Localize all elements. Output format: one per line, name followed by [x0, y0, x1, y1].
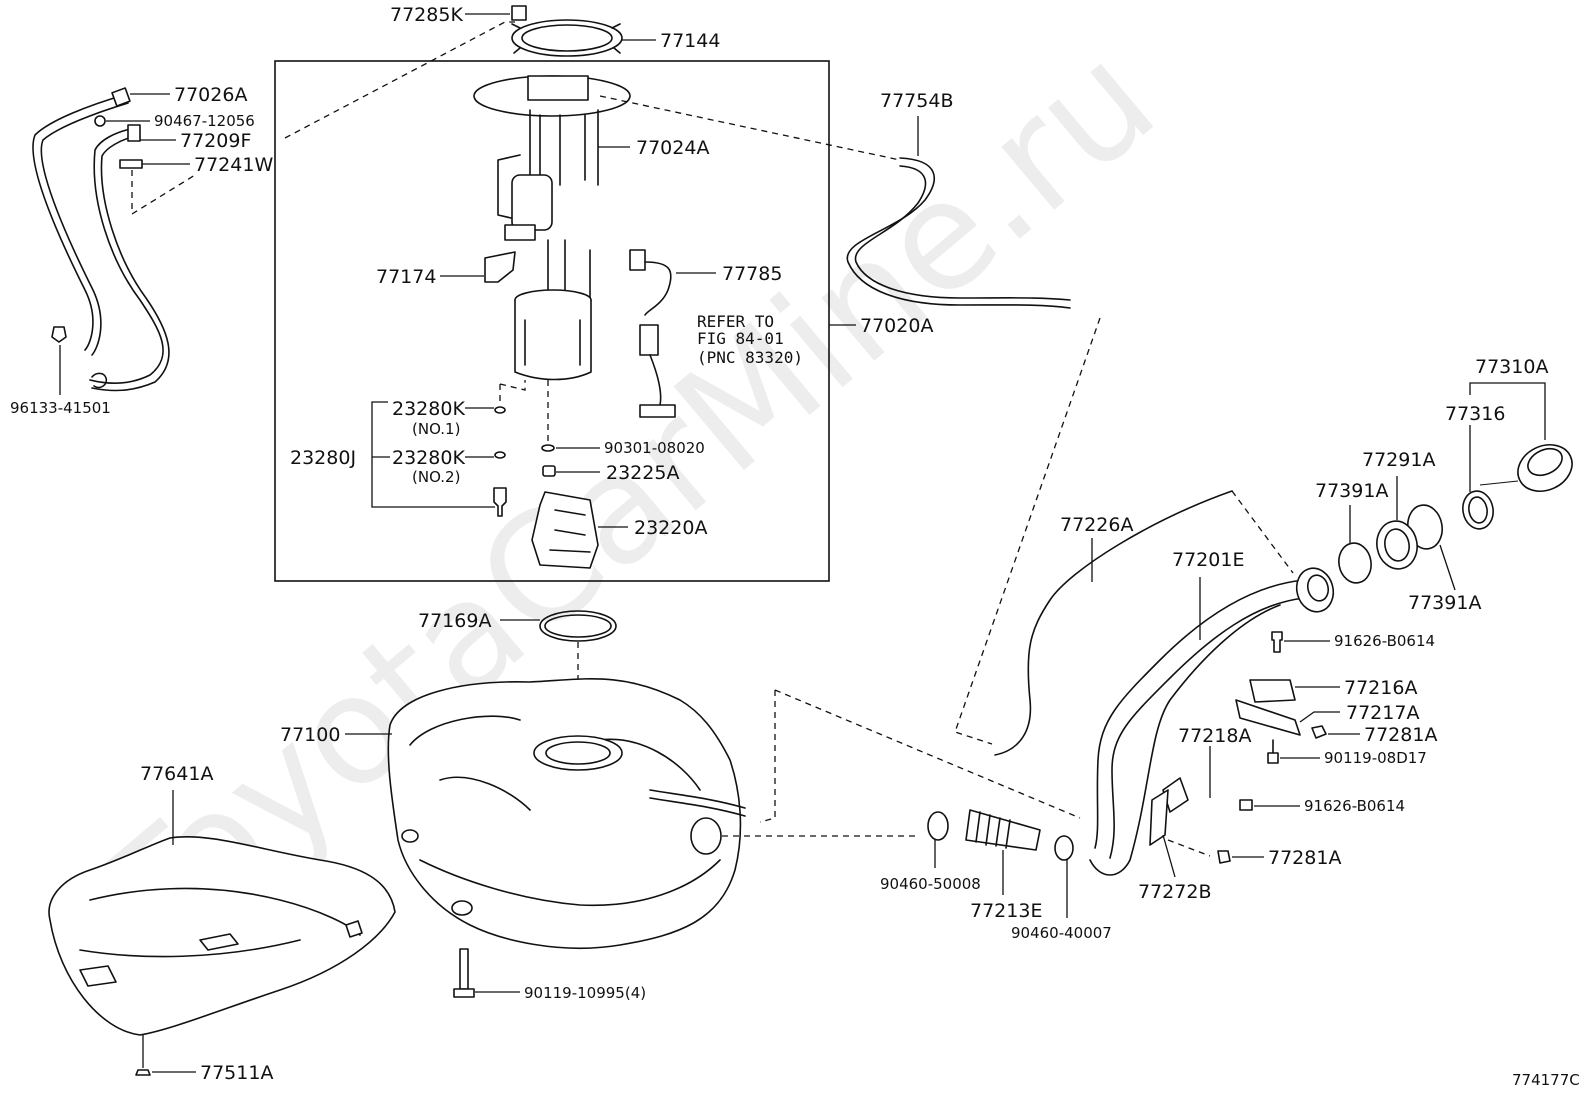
svg-text:23280K: 23280K	[392, 398, 465, 420]
svg-text:77174: 77174	[376, 266, 436, 288]
leader-dash-77754B	[954, 317, 1101, 745]
part-77174-bracket[interactable]: 77174	[376, 251, 516, 288]
svg-text:77511A: 77511A	[200, 1062, 273, 1084]
part-90301-oring[interactable]: 90301-08020	[541, 439, 705, 457]
part-77026A-tube[interactable]: 77026A	[32, 84, 247, 356]
svg-text:77217A: 77217A	[1346, 702, 1419, 724]
part-90460-50008-clamp[interactable]: 90460-50008	[880, 811, 981, 893]
svg-text:77281A: 77281A	[1364, 724, 1437, 746]
svg-text:77285K: 77285K	[390, 4, 463, 26]
svg-text:77026A: 77026A	[174, 84, 247, 106]
part-77217A-bracket[interactable]: 77217A	[1235, 699, 1419, 736]
svg-text:90119-08D17: 90119-08D17	[1324, 749, 1427, 767]
svg-text:90460-50008: 90460-50008	[880, 875, 981, 893]
part-77024A-fuel-pump-module[interactable]: 77024A	[473, 75, 709, 241]
part-77213E-hose[interactable]: 77213E	[965, 809, 1042, 922]
part-77285K[interactable]: 77285K	[390, 4, 527, 26]
part-23280J-filter-set[interactable]: 23280J	[290, 401, 495, 508]
pump-assembly-box	[274, 60, 830, 582]
part-23280K-no1[interactable]: 23280K (NO.1)	[392, 384, 506, 438]
svg-text:REFER TO: REFER TO	[697, 312, 774, 331]
svg-text:90119-10995(4): 90119-10995(4)	[524, 984, 646, 1002]
svg-text:23280K: 23280K	[392, 447, 465, 469]
svg-text:90467-12056: 90467-12056	[154, 112, 255, 130]
svg-text:77291A: 77291A	[1362, 449, 1435, 471]
svg-text:FIG 84-01: FIG 84-01	[697, 329, 784, 348]
part-77272B-protector[interactable]: 77272B	[1138, 789, 1211, 903]
part-91626-bolt-top[interactable]: 91626-B0614	[1271, 631, 1435, 653]
svg-text:77213E: 77213E	[970, 900, 1042, 922]
part-90119-10995-bolt[interactable]: 90119-10995(4)	[453, 948, 646, 1002]
svg-text:77272B: 77272B	[1138, 881, 1211, 903]
part-90467-clip[interactable]: 90467-12056	[94, 112, 255, 130]
svg-text:77226A: 77226A	[1060, 514, 1133, 536]
part-91626-bolt-bottom[interactable]: 91626-B0614	[1239, 797, 1405, 815]
svg-text:77024A: 77024A	[636, 137, 709, 159]
part-fuel-sender-gauge	[639, 324, 676, 418]
figure-id: 774177C	[1512, 1071, 1580, 1089]
svg-text:77218A: 77218A	[1178, 725, 1251, 747]
svg-text:77209F: 77209F	[180, 130, 251, 152]
svg-text:77391A: 77391A	[1315, 480, 1388, 502]
part-77144-retainer[interactable]: 77144	[511, 19, 720, 57]
part-77511A-clip[interactable]: 77511A	[135, 1035, 273, 1084]
part-77020A-pump-assembly[interactable]: 77020A	[829, 315, 933, 337]
svg-text:(NO.1): (NO.1)	[412, 420, 460, 438]
part-23280K-no2[interactable]: 23280K (NO.2)	[392, 447, 507, 517]
part-77201E-filler-pipe[interactable]: 77201E	[1089, 549, 1338, 876]
svg-text:77310A: 77310A	[1475, 356, 1548, 378]
svg-text:23220A: 23220A	[634, 517, 707, 539]
part-77291A-ring[interactable]: 77291A	[1362, 449, 1435, 572]
leader-dash-tank-pipe	[759, 690, 776, 823]
part-77310A-fuel-cap[interactable]: 77310A	[1469, 356, 1580, 500]
svg-text:77100: 77100	[280, 724, 340, 746]
svg-text:77020A: 77020A	[860, 315, 933, 337]
part-23225A-filter[interactable]: 23225A	[542, 462, 679, 484]
svg-text:77316: 77316	[1445, 403, 1505, 425]
part-90119-08D17-bolt[interactable]: 90119-08D17	[1267, 739, 1427, 767]
part-77316-gasket[interactable]: 77316	[1445, 403, 1505, 531]
part-23220A-pump[interactable]: 23220A	[531, 491, 707, 569]
svg-text:90301-08020: 90301-08020	[604, 439, 705, 457]
svg-text:77144: 77144	[660, 30, 720, 52]
part-77218A-bracket[interactable]: 77218A	[1162, 725, 1251, 813]
svg-text:23225A: 23225A	[606, 462, 679, 484]
part-77281A-clip-bottom[interactable]: 77281A	[1217, 847, 1341, 869]
svg-text:90460-40007: 90460-40007	[1011, 924, 1112, 942]
part-77785-wire-harness[interactable]: 77785	[629, 249, 782, 316]
part-77100-fuel-tank[interactable]: 77100	[280, 678, 746, 950]
svg-text:96133-41501: 96133-41501	[10, 399, 111, 417]
part-pump-body	[514, 239, 592, 381]
part-77241W-clamp[interactable]: 77241W	[119, 154, 273, 216]
svg-text:77281A: 77281A	[1268, 847, 1341, 869]
refer-note: REFER TO FIG 84-01 (PNC 83320)	[697, 312, 803, 367]
leader-dash-box	[284, 21, 515, 139]
part-77281A-clip-top[interactable]: 77281A	[1311, 724, 1437, 746]
svg-text:77241W: 77241W	[194, 154, 273, 176]
svg-text:77641A: 77641A	[140, 763, 213, 785]
svg-text:23280J: 23280J	[290, 447, 356, 469]
leader-dash-sender	[599, 95, 901, 161]
part-77754B-tube[interactable]: 77754B	[846, 90, 1071, 309]
svg-text:(NO.2): (NO.2)	[412, 468, 460, 486]
svg-text:91626-B0614: 91626-B0614	[1334, 632, 1435, 650]
part-77641A-protector[interactable]: 77641A	[48, 763, 396, 1036]
svg-text:77169A: 77169A	[418, 610, 491, 632]
svg-text:77216A: 77216A	[1344, 677, 1417, 699]
svg-text:91626-B0614: 91626-B0614	[1304, 797, 1405, 815]
svg-text:(PNC 83320): (PNC 83320)	[697, 348, 803, 367]
part-77391A-oring-top[interactable]: 77391A	[1315, 480, 1388, 585]
svg-text:77754B: 77754B	[880, 90, 953, 112]
svg-text:77201E: 77201E	[1172, 549, 1244, 571]
part-77226A-breather-tube[interactable]: 77226A	[994, 490, 1233, 756]
svg-text:77785: 77785	[722, 263, 782, 285]
leader-dash-tank-left	[774, 689, 1081, 819]
part-77209F-hose[interactable]: 77209F	[89, 124, 251, 392]
leader-dash-filter	[499, 380, 526, 391]
svg-text:77391A: 77391A	[1408, 592, 1481, 614]
part-77216A-bracket[interactable]: 77216A	[1249, 677, 1417, 703]
part-96133-clip[interactable]: 96133-41501	[10, 326, 111, 417]
part-90460-40007-clamp[interactable]: 90460-40007	[1011, 835, 1112, 942]
